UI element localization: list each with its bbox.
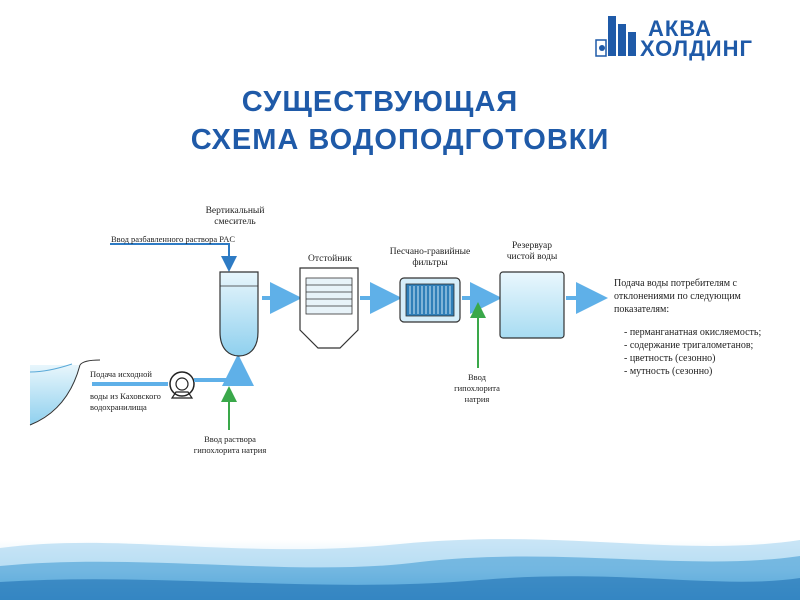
settler-label: Отстойник [308, 254, 352, 264]
pac-input-label: Ввод разбавленного раствора PAC [110, 234, 236, 244]
deviation-item: - мутность (сезонно) [624, 366, 713, 377]
mixer-label: Вертикальный смеситель [205, 206, 265, 227]
settler [299, 267, 359, 349]
hypo-input-2-label: Ввод гипохлорита натрия [454, 372, 500, 404]
vertical-mixer [219, 271, 259, 357]
clean-water-reservoir [499, 271, 565, 339]
deviation-item: - цветность (сезонно) [624, 353, 716, 364]
reservoir-label: Резервуар чистой воды [506, 241, 558, 262]
filters-label: Песчано-гравийные фильтры [389, 247, 471, 268]
title-line1: СУЩЕСТВУЮЩАЯ [241, 86, 519, 118]
logo-icon [595, 16, 636, 57]
sand-gravel-filters [399, 277, 461, 323]
source-reservoir [29, 359, 101, 426]
logo-line1: АКВА [648, 16, 712, 41]
source-label-1: Подача исходной [90, 369, 152, 379]
output-note: Подача воды потребителям с отклонениями … [614, 278, 741, 315]
source-label-2: воды из Каховского водохранилища [90, 391, 161, 412]
deviation-item: - содержание тригалометанов; [624, 340, 754, 351]
pump-icon [169, 371, 195, 399]
hypo-input-1-label: Ввод раствора гипохлорита натрия [193, 434, 267, 455]
title-line2: СХЕМА ВОДОПОДГОТОВКИ [190, 124, 610, 156]
water-wave-decoration [0, 539, 800, 600]
logo-line2: ХОЛДИНГ [640, 36, 753, 61]
deviation-item: - перманганатная окисляемость; [624, 327, 762, 338]
